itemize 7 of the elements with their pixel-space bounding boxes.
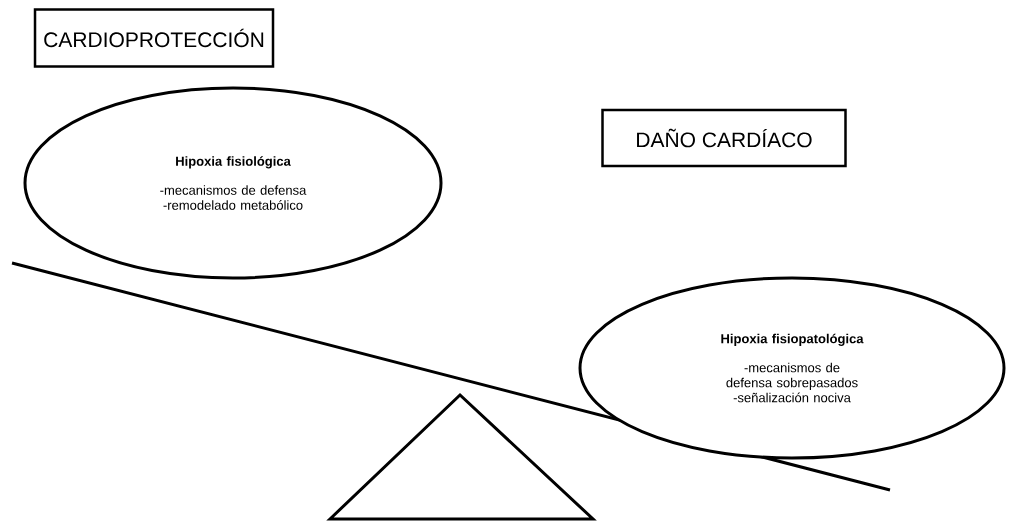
node-label: Hipoxia fisiopatológica — [721, 333, 864, 346]
node-label: -señalización nociva — [733, 392, 851, 403]
ellipse-bubble: Hipoxia fisiopatológica -mecanismos de defensa sobrepasados -señalización nociva — [578, 276, 1006, 460]
ellipse-bubble: Hipoxia fisiológica -mecanismos de defensa -remodelado metabólico — [23, 86, 443, 280]
label-box: DAÑO CARDÍACO — [601, 108, 847, 168]
label-box: CARDIOPROTECCIÓN — [33, 8, 275, 68]
node-label: -mecanismos de defensa sobrepasados — [726, 362, 858, 390]
